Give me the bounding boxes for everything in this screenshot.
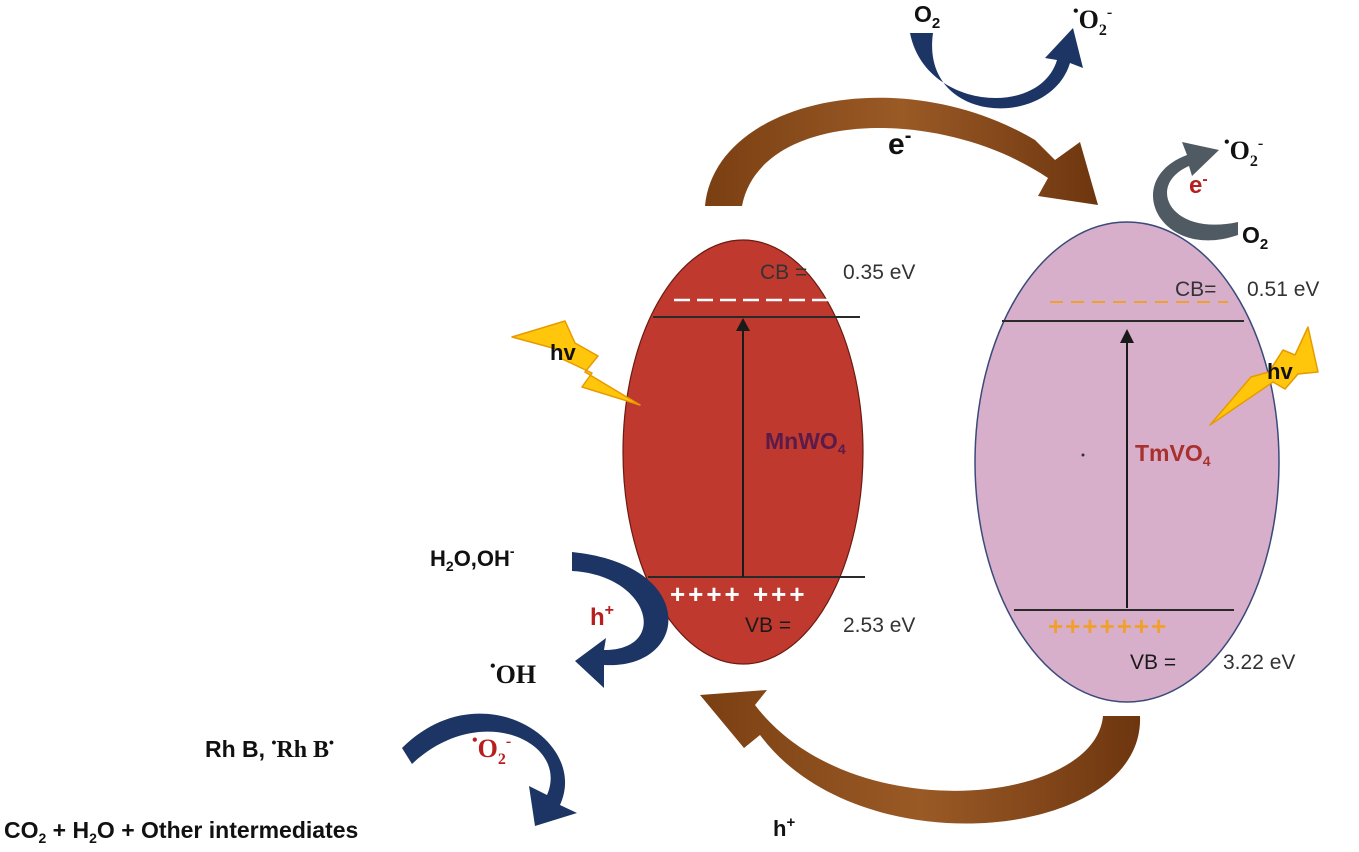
svg-text:CB =: CB = bbox=[760, 261, 807, 284]
svg-text:VB =: VB = bbox=[745, 614, 791, 637]
lightning-icon bbox=[511, 320, 641, 406]
hole-transfer-arrow bbox=[700, 690, 1141, 824]
tmvo4-cb-label: CB= bbox=[1175, 278, 1216, 301]
o2-top-label: O2 bbox=[914, 1, 940, 32]
tmvo4-label: TmVO4 bbox=[1135, 440, 1211, 469]
svg-text:hv: hv bbox=[550, 340, 576, 365]
hydroxyl-radical-label: •OH bbox=[490, 658, 536, 689]
hv-label-right: hv bbox=[1267, 359, 1293, 384]
mnwo4-vb-label: VB = bbox=[745, 614, 791, 637]
mnwo4-holes: ++++ +++ bbox=[670, 579, 808, 609]
svg-text:VB =: VB = bbox=[1130, 651, 1176, 674]
superoxide-red-label: •O2- bbox=[472, 732, 511, 768]
mnwo4-label: MnWO4 bbox=[765, 428, 846, 457]
superoxide-formation-arrow-top bbox=[910, 28, 1083, 109]
superoxide-right-label: •O2- bbox=[1224, 134, 1263, 170]
degradation-arrow bbox=[402, 713, 577, 826]
svg-text:3.22 eV: 3.22 eV bbox=[1223, 651, 1295, 674]
tmvo4-dot bbox=[1081, 453, 1085, 457]
svg-text:0.51 eV: 0.51 eV bbox=[1247, 278, 1319, 301]
svg-text:0.35 eV: 0.35 eV bbox=[843, 261, 915, 284]
electron-label-red: e- bbox=[1189, 171, 1208, 199]
hydroxyl-formation-arrow bbox=[572, 552, 669, 688]
hole-label: h+ bbox=[773, 814, 795, 841]
svg-text:++++ +++: ++++ +++ bbox=[670, 579, 808, 609]
tmvo4-excitation-arrowhead bbox=[1120, 329, 1134, 343]
electron-label: e- bbox=[888, 125, 911, 161]
water-hydroxide-label: H2O,OH- bbox=[430, 543, 515, 574]
tmvo4-holes: +++++++ bbox=[1048, 611, 1168, 641]
svg-text:2.53 eV: 2.53 eV bbox=[843, 614, 915, 637]
rhodamine-label: Rh B, •Rh B• bbox=[205, 734, 334, 763]
svg-text:+++++++: +++++++ bbox=[1048, 611, 1168, 641]
superoxide-top-label: •O2- bbox=[1073, 3, 1112, 39]
tmvo4-cb-value: 0.51 eV bbox=[1247, 278, 1319, 301]
tmvo4-vb-value: 3.22 eV bbox=[1223, 651, 1295, 674]
hole-label-red: h+ bbox=[590, 602, 614, 631]
o2-right-label: O2 bbox=[1242, 222, 1268, 253]
svg-text:CB=: CB= bbox=[1175, 278, 1216, 301]
electron-transfer-arrow bbox=[705, 97, 1098, 206]
svg-text:hv: hv bbox=[1267, 359, 1293, 384]
hv-label-left: hv bbox=[550, 340, 576, 365]
superoxide-formation-arrow-right bbox=[1153, 142, 1238, 241]
lightning-icon bbox=[1209, 326, 1319, 426]
products-label: CO2 + H2O + Other intermediates bbox=[4, 817, 358, 846]
mnwo4-vb-value: 2.53 eV bbox=[843, 614, 915, 637]
tmvo4-vb-label: VB = bbox=[1130, 651, 1176, 674]
mnwo4-cb-label: CB = bbox=[760, 261, 807, 284]
mnwo4-excitation-arrowhead bbox=[736, 318, 750, 331]
mnwo4-cb-value: 0.35 eV bbox=[843, 261, 915, 284]
